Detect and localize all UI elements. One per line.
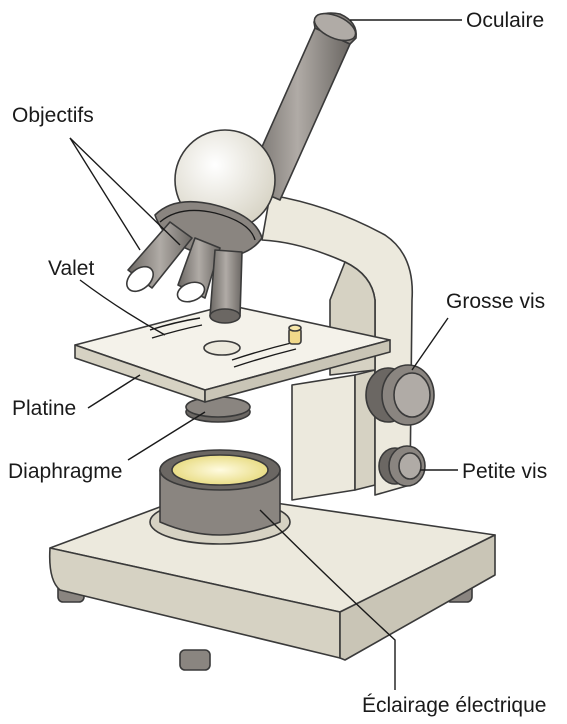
label-petite-vis: Petite vis xyxy=(462,460,547,483)
lamp xyxy=(150,450,290,544)
label-objectifs: Objectifs xyxy=(12,104,94,127)
label-grosse-vis: Grosse vis xyxy=(446,290,545,313)
lamp-light xyxy=(172,455,268,485)
leader-platine xyxy=(88,375,140,408)
label-eclairage: Éclairage électrique xyxy=(362,694,546,717)
objective-right xyxy=(210,250,242,323)
label-diaphragme: Diaphragme xyxy=(8,460,122,483)
leader-grosse-vis xyxy=(412,318,448,370)
stage-hole xyxy=(204,341,240,355)
label-valet: Valet xyxy=(48,257,94,280)
label-platine: Platine xyxy=(12,397,76,420)
leader-objectifs-1 xyxy=(70,138,140,250)
leader-objectifs-2 xyxy=(70,138,180,245)
fine-focus-knob xyxy=(379,446,425,486)
pillar-front xyxy=(292,375,355,500)
label-oculaire: Oculaire xyxy=(466,9,544,32)
foot-front xyxy=(180,650,210,670)
coarse-focus-knob xyxy=(366,365,434,425)
